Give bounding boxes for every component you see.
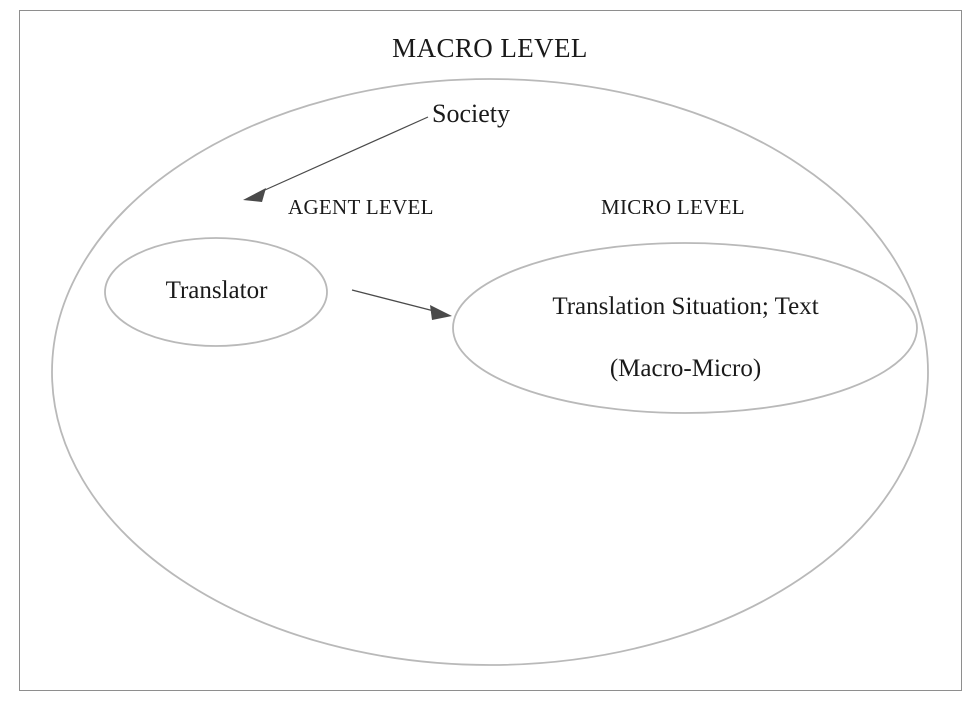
ellipse-translator [104, 237, 328, 347]
page-frame-border [19, 10, 962, 691]
label-society: Society [432, 99, 510, 128]
label-macro-level: MACRO LEVEL [392, 33, 588, 63]
arrow-translator-to-micro [351, 289, 452, 320]
outer-ellipse-macro [51, 78, 929, 666]
label-micro-level: MICRO LEVEL [601, 195, 745, 219]
label-translator: Translator [165, 277, 268, 304]
label-macro-micro: (Macro-Micro) [609, 355, 762, 382]
label-agent-level: AGENT LEVEL [288, 195, 434, 219]
ellipse-micro [452, 242, 918, 414]
arrow-society-to-macro [243, 116, 429, 202]
label-translation-situation: Translation Situation; Text [552, 293, 819, 320]
